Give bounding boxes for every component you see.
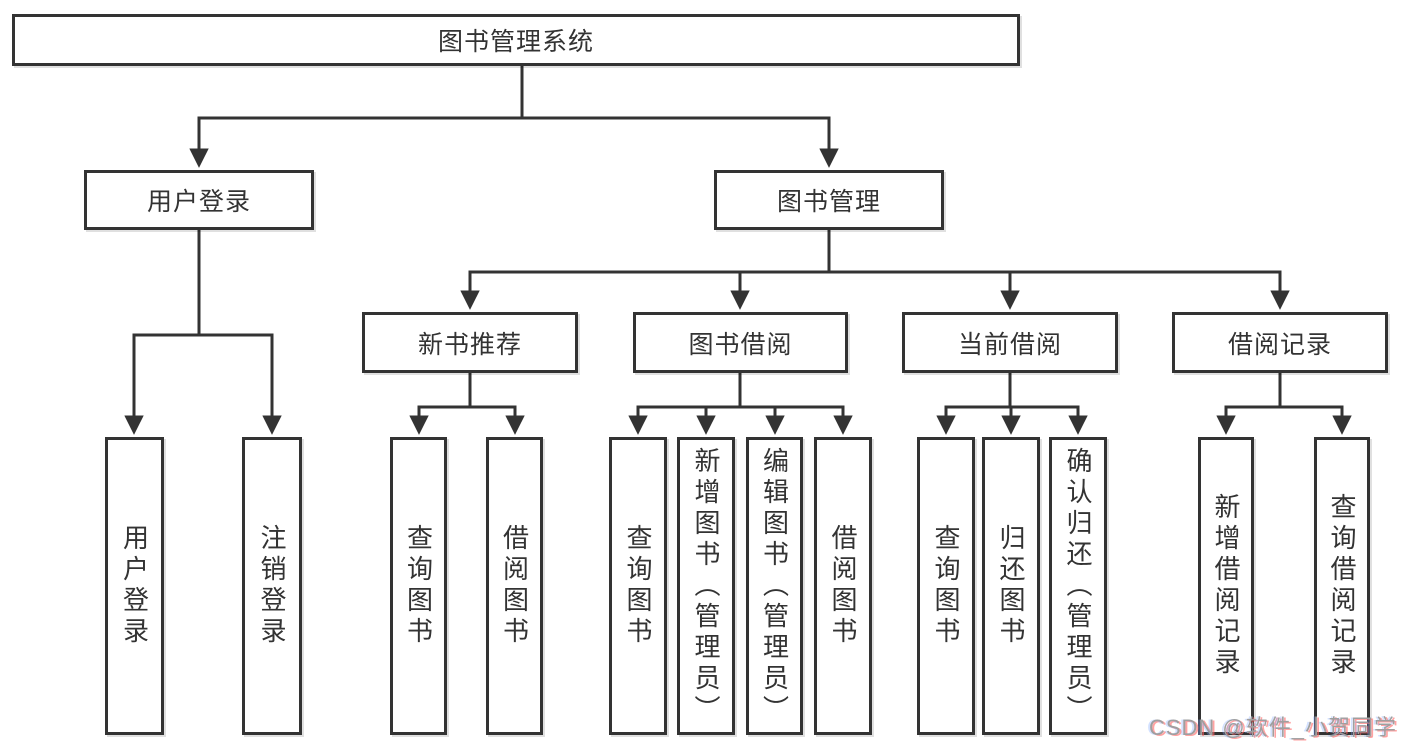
node-leaf-return-books: 归还图书 (982, 437, 1040, 735)
connector-new-books-branch (409, 373, 525, 435)
node-leaf-query-borrow-record: 查询借阅记录 (1314, 437, 1370, 735)
connector-root-to-level2 (189, 66, 839, 168)
leaf-label: 编辑图书（管理员） (759, 446, 790, 726)
node-leaf-add-books-admin: 新增图书（管理员） (677, 437, 735, 735)
leaf-label: 确认归还（管理员） (1063, 446, 1093, 726)
node-leaf-borrow-books-2: 借阅图书 (814, 437, 872, 735)
node-leaf-user-login: 用户登录 (105, 437, 164, 735)
node-book-borrow: 图书借阅 (633, 312, 848, 373)
node-leaf-logout: 注销登录 (242, 437, 302, 735)
node-new-book-recommend: 新书推荐 (362, 312, 578, 373)
node-leaf-confirm-return-admin: 确认归还（管理员） (1049, 437, 1107, 735)
leaf-label: 新增图书（管理员） (691, 446, 721, 726)
leaf-label: 查询图书 (623, 524, 653, 648)
connector-book-borrow-branch (628, 373, 853, 435)
node-leaf-query-books-2: 查询图书 (609, 437, 667, 735)
leaf-label: 新增借阅记录 (1211, 493, 1241, 679)
node-leaf-borrow-books-1: 借阅图书 (486, 437, 543, 735)
leaf-label: 查询图书 (931, 524, 961, 648)
leaf-label: 查询借阅记录 (1327, 493, 1357, 679)
node-root-system: 图书管理系统 (12, 14, 1020, 66)
leaf-label: 查询图书 (403, 524, 434, 648)
leaf-label: 归还图书 (996, 524, 1026, 648)
node-borrow-records: 借阅记录 (1172, 312, 1388, 373)
leaf-label: 借阅图书 (499, 524, 530, 648)
node-current-borrow: 当前借阅 (902, 312, 1118, 373)
node-user-login: 用户登录 (84, 170, 314, 230)
node-leaf-edit-books-admin: 编辑图书（管理员） (746, 437, 803, 735)
leaf-label: 借阅图书 (828, 524, 858, 648)
connector-current-borrow-branch (936, 373, 1088, 435)
connector-borrow-records-branch (1216, 373, 1352, 435)
node-leaf-query-books-3: 查询图书 (917, 437, 975, 735)
node-leaf-query-books-1: 查询图书 (390, 437, 447, 735)
csdn-watermark: CSDN @软件_小贺同学 (1148, 715, 1397, 740)
leaf-label: 用户登录 (119, 524, 150, 648)
node-book-management: 图书管理 (714, 170, 944, 230)
leaf-label: 注销登录 (257, 524, 287, 648)
node-leaf-add-borrow-record: 新增借阅记录 (1198, 437, 1254, 735)
connector-book-mgmt-branch (460, 230, 1290, 310)
connector-user-login-branch (124, 230, 282, 435)
